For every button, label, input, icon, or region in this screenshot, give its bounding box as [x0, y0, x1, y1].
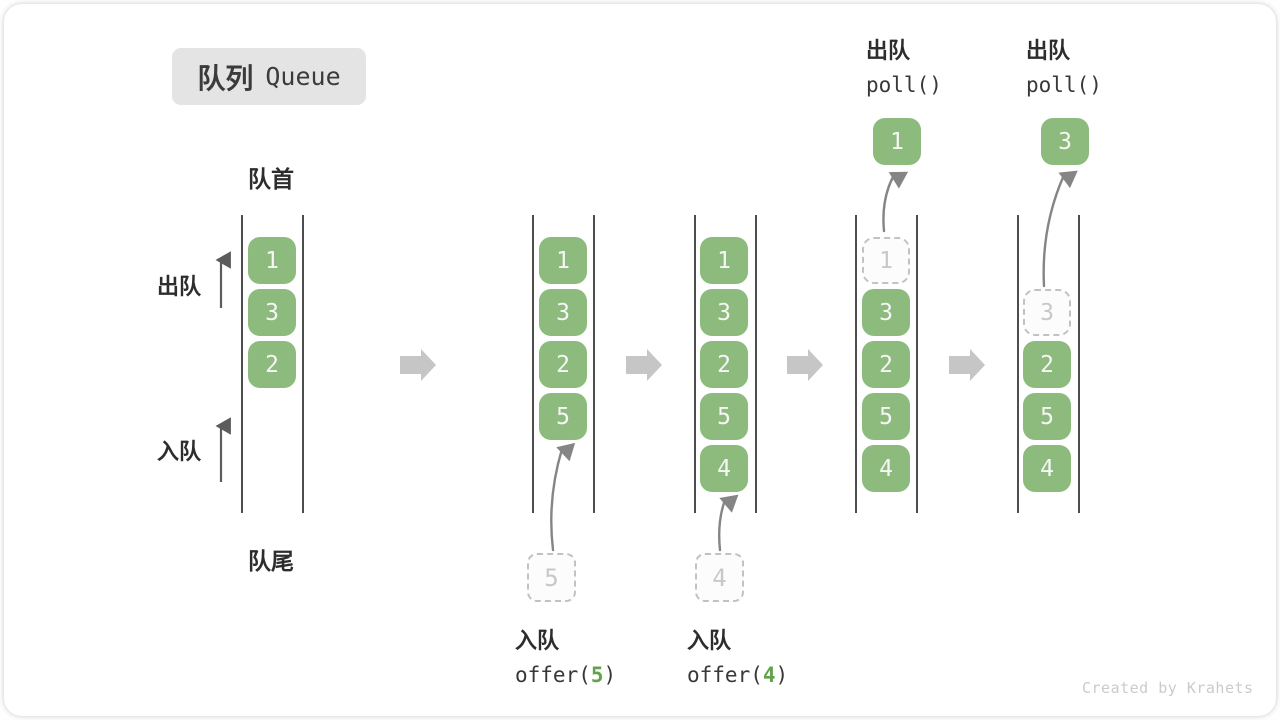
dequeue-label: 出队	[157, 274, 202, 299]
enqueue-label: 入队	[157, 439, 202, 464]
op-label-dequeue: 出队	[1026, 38, 1071, 63]
queue-cell: 2	[700, 341, 748, 388]
queue-cell: 3	[862, 289, 910, 336]
op-label-dequeue: 出队	[866, 38, 911, 63]
queue-cell: 2	[539, 341, 587, 388]
step-arrow-icon	[626, 349, 662, 381]
title-en: Queue	[265, 62, 341, 91]
queue-cell: 1	[539, 237, 587, 284]
dequeue-arrow-icon	[215, 251, 231, 308]
enqueue-pointer-arrow-icon	[717, 494, 739, 552]
queue-cell: 5	[1023, 393, 1071, 440]
queue-cell: 2	[248, 341, 296, 388]
step-arrow-icon	[400, 349, 436, 381]
queue-wall-line	[916, 215, 918, 513]
queue-cell: 3	[700, 289, 748, 336]
queue-cell: 4	[862, 445, 910, 492]
queue-cell: 2	[862, 341, 910, 388]
op-code-poll: poll()	[866, 73, 942, 97]
queue-cell: 5	[862, 393, 910, 440]
pending-cell: 4	[695, 553, 744, 602]
watermark: Created by Krahets	[1082, 679, 1254, 697]
op-code-offer: offer(5)	[515, 663, 617, 687]
op-code-offer: offer(4)	[687, 663, 789, 687]
diagram-canvas: 队列 Queue 队首 队尾 出队 入队 1 3 2 1 3 2 5 5 入队 …	[4, 4, 1276, 716]
offer-arg: 5	[590, 663, 604, 687]
queue-front-label: 队首	[248, 166, 294, 192]
op-label-enqueue: 入队	[687, 628, 732, 653]
op-code-poll: poll()	[1026, 73, 1102, 97]
queue-cell: 5	[539, 393, 587, 440]
queue-wall-line	[1078, 215, 1080, 513]
step-arrow-icon	[787, 349, 823, 381]
queue-wall-line	[1017, 215, 1019, 513]
op-label-enqueue: 入队	[515, 628, 560, 653]
queue-wall-line	[593, 215, 595, 513]
enqueue-pointer-arrow-icon	[550, 442, 576, 552]
queue-cell: 4	[700, 445, 748, 492]
queue-cell: 1	[248, 237, 296, 284]
queue-wall-line	[302, 215, 304, 513]
queue-wall-line	[855, 215, 857, 513]
queue-wall-line	[694, 215, 696, 513]
queue-wall-line	[755, 215, 757, 513]
step-arrow-icon	[949, 349, 985, 381]
title-badge: 队列 Queue	[172, 48, 366, 105]
queue-rear-label: 队尾	[248, 548, 294, 574]
queue-cell: 1	[700, 237, 748, 284]
offer-arg: 4	[762, 663, 776, 687]
dequeue-pointer-arrow-icon	[882, 171, 909, 233]
queue-cell: 2	[1023, 341, 1071, 388]
enqueue-arrow-icon	[215, 417, 231, 482]
dequeued-cell: 3	[1041, 118, 1089, 165]
queue-cell: 3	[248, 289, 296, 336]
pending-cell: 5	[527, 553, 576, 602]
queue-wall-line	[241, 215, 243, 513]
dequeued-cell: 1	[873, 118, 921, 165]
queue-cell: 4	[1023, 445, 1071, 492]
dequeue-pointer-arrow-icon	[1042, 170, 1078, 288]
removed-cell: 1	[862, 237, 910, 284]
queue-cell: 5	[700, 393, 748, 440]
queue-cell: 3	[539, 289, 587, 336]
queue-wall-line	[532, 215, 534, 513]
removed-cell: 3	[1023, 289, 1071, 336]
title-zh: 队列	[197, 62, 254, 94]
